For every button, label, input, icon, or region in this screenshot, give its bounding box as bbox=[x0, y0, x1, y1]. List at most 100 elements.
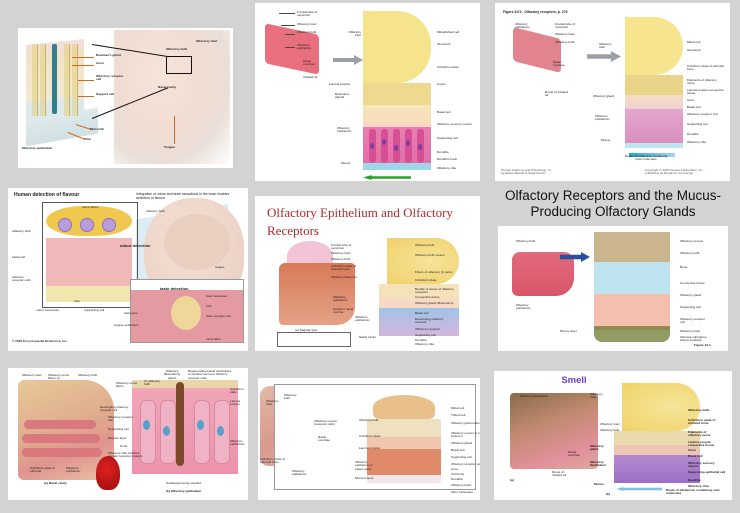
sensory-neuron bbox=[381, 129, 388, 163]
result-panel-7[interactable]: Olfactory tract Olfactory nerve fibers (… bbox=[8, 368, 248, 500]
label-olfactory-epithelium-2: Olfactory epithelium bbox=[230, 439, 245, 447]
panel-title: Human detection of flavour bbox=[14, 192, 80, 198]
label-fibers-olfactory-nerve: Fibers of olfactory (I) nerve bbox=[415, 270, 453, 274]
result-panel-5[interactable]: Olfactory Epithelium and Olfactory Recep… bbox=[255, 196, 480, 351]
label-olfactory-bulb-neuron: Olfactory bulb neuron bbox=[415, 253, 445, 257]
label-olfactory-tract: Olfactory tract bbox=[297, 22, 317, 26]
label-olfactory-receptor: Olfactory receptor bbox=[415, 327, 440, 331]
lamina-propria-band bbox=[614, 445, 700, 455]
label-b-olfactory-epithelium: (b) Olfactory epithelium bbox=[166, 489, 202, 493]
label-olfactory-bulb: Olfactory bulb bbox=[600, 428, 620, 432]
label-glomeruli: Glomeruli bbox=[437, 42, 451, 46]
olfactory-bulb-shape bbox=[622, 383, 700, 431]
olfactory-epithelium-band bbox=[46, 238, 132, 286]
label-olfactory-bulb: Olfactory bulb bbox=[331, 257, 351, 261]
nasal-region-shape bbox=[512, 252, 574, 296]
olfactory-bulb-shape bbox=[625, 17, 683, 75]
label-olfactory-bulb-2: Olfactory bulb bbox=[688, 408, 710, 412]
panel-title: Olfactory Receptors and the Mucus-Produc… bbox=[504, 188, 722, 219]
footer-right-text: Copyright © 2007 Pearson Education, Inc.… bbox=[645, 168, 705, 176]
label-olfactory-bulb: Olfactory bulb bbox=[516, 239, 536, 243]
label-mucus: Mucus bbox=[601, 138, 611, 142]
label-cribriform-plate-2: Cribriform plate bbox=[415, 278, 437, 282]
result-panel-1[interactable]: Bowman's gland Axon Olfactory receptor c… bbox=[18, 28, 233, 168]
cell-nucleus bbox=[418, 144, 422, 150]
label-mucous-layer: Mucous layer bbox=[108, 436, 127, 440]
result-panel-9[interactable]: Smell Olfactory Epithelium Olfactory tra… bbox=[494, 371, 732, 500]
label-olfactory-epithelium-2: Olfactory Epithelium bbox=[590, 460, 607, 468]
zoom-arrow-icon bbox=[333, 55, 363, 65]
result-panel-4[interactable]: Human detection of flavour Integration o… bbox=[8, 188, 248, 351]
label-cribriform-plate: Cribriform plate of ethmoid bone bbox=[331, 264, 356, 272]
label-taste-pore: taste pore bbox=[124, 311, 138, 315]
result-panel-3[interactable]: Figure 8.01: Olfactory receptors, p. 276… bbox=[495, 3, 730, 181]
label-lamina-propria: Lamina propria bbox=[230, 399, 241, 407]
label-lamina-propria: Lamina propria bbox=[329, 82, 350, 86]
inset-callout-box bbox=[166, 56, 192, 74]
result-panel-6[interactable]: Olfactory Receptors and the Mucus-Produc… bbox=[494, 188, 732, 351]
epithelial-column bbox=[32, 44, 38, 116]
inhaled-air-arrow-icon bbox=[629, 153, 675, 157]
label-cribriform-plate: Cribriform plate of ethmoid bone bbox=[687, 64, 724, 72]
footer-left-text: Human Anatomy and Physiology, 7e by Elai… bbox=[501, 168, 552, 176]
label-olfactory-epithelium: Olfactory epithelium bbox=[297, 43, 312, 51]
label-odorant-substance: Odorant substance (being smelled) bbox=[680, 335, 707, 343]
label-lamina-propria: Lamina propria connective tissue bbox=[687, 88, 724, 96]
label-olfactory-nerve-fibers-2: Olfactory nerve fibers bbox=[116, 381, 138, 389]
bowmans-gland-shape bbox=[52, 44, 57, 114]
label-inhaled-air: Inhaled air bbox=[303, 75, 318, 79]
lamina-propria-band bbox=[625, 95, 683, 109]
label-olfactory-bulb-2: Olfactory bulb bbox=[284, 393, 297, 401]
label-mitral-cell: Mitral cell bbox=[451, 406, 465, 410]
olfactory-bulb-shape bbox=[363, 11, 431, 83]
label-olfactory-receptor-cell: Olfactory receptor cell bbox=[680, 317, 705, 325]
inset-frame bbox=[42, 202, 138, 308]
result-panel-8[interactable]: Olfactory bulb Cribriform plate Lamina p… bbox=[258, 378, 480, 500]
label-dendrite: Dendrite bbox=[451, 477, 463, 481]
label-frontal-lobe: Frontal lobe of cerebrum bbox=[297, 10, 318, 18]
label-olfactory-bulb-2: Olfactory bulb bbox=[415, 243, 435, 247]
label-olfactory-hairs: Olfactory hairs bbox=[451, 483, 472, 487]
label-olfactory-nerves-cribriform: Olfactory nerves in cribriform foramen bbox=[451, 431, 480, 439]
label-lamina-propria: Lamina propria bbox=[359, 446, 380, 450]
leader-line bbox=[72, 65, 94, 66]
face-shape bbox=[279, 263, 355, 325]
label-cilia: cilia bbox=[74, 299, 80, 303]
label-cilia: Cilia bbox=[84, 137, 91, 141]
label-microvilli: Microvilli bbox=[90, 127, 104, 131]
cribriform-plate-band bbox=[132, 380, 238, 390]
label-route-of-inhaled-air: Route of inhaled air bbox=[552, 470, 567, 478]
zoom-arrow-icon bbox=[587, 51, 621, 62]
label-cribriform-plate: Cribriform plate bbox=[359, 434, 381, 438]
sagittal-head-illustration bbox=[510, 393, 598, 469]
result-panel-2[interactable]: Frontal lobe of cerebrum Olfactory tract… bbox=[255, 3, 480, 181]
olfactory-epithelium-band bbox=[379, 308, 459, 336]
panel-inset-frame: Olfactory bulb Cribriform plate Lamina p… bbox=[274, 384, 480, 494]
epithelial-column bbox=[72, 44, 78, 116]
label-axon: Axon bbox=[687, 98, 695, 102]
label-olfactory-cilia: Olfactory cilia bbox=[687, 140, 706, 144]
label-olfactory-receptor-cell: Olfactory receptor cell bbox=[451, 462, 480, 466]
label-bowmans-gland: Olfactory (Bowman's) gland bbox=[163, 369, 181, 380]
label-supporting-epithelial-cell: Supporting epithelial cell bbox=[688, 470, 726, 474]
label-basal-cell: Basal cell bbox=[437, 110, 451, 114]
cell-nucleus bbox=[143, 420, 150, 430]
label-cell-body: Cell body bbox=[451, 472, 465, 476]
label-mucus: Mucus bbox=[341, 161, 351, 165]
label-olfactory-gland: Olfactory gland bbox=[593, 94, 615, 98]
label-olfactory-nerve-fibers: Olfactory nerve fibers (I) bbox=[48, 373, 70, 381]
glomerulus bbox=[58, 218, 72, 232]
label-sagittal-view: (a) Sagittal view bbox=[295, 328, 318, 332]
panel-caption: Integration of odour and taste sensation… bbox=[136, 192, 230, 200]
label-olfactory-epithelium-2: Olfactory epithelium bbox=[337, 126, 352, 134]
label-olfactory-gland: Olfactory gland bbox=[590, 444, 604, 452]
empty-text-box[interactable] bbox=[277, 332, 351, 347]
receptor-cell bbox=[194, 400, 210, 464]
label-bundle-of-axons: Bundle of axons of olfactory receptors bbox=[415, 287, 454, 295]
label-odour-detection: odour detection bbox=[120, 243, 151, 248]
olfactory-bulb-shape bbox=[387, 238, 459, 284]
label-tongue: Tongue bbox=[164, 145, 176, 149]
label-basal-cell: Basal cell bbox=[687, 105, 701, 109]
label-odor-molecules: Odor molecules bbox=[451, 490, 473, 494]
